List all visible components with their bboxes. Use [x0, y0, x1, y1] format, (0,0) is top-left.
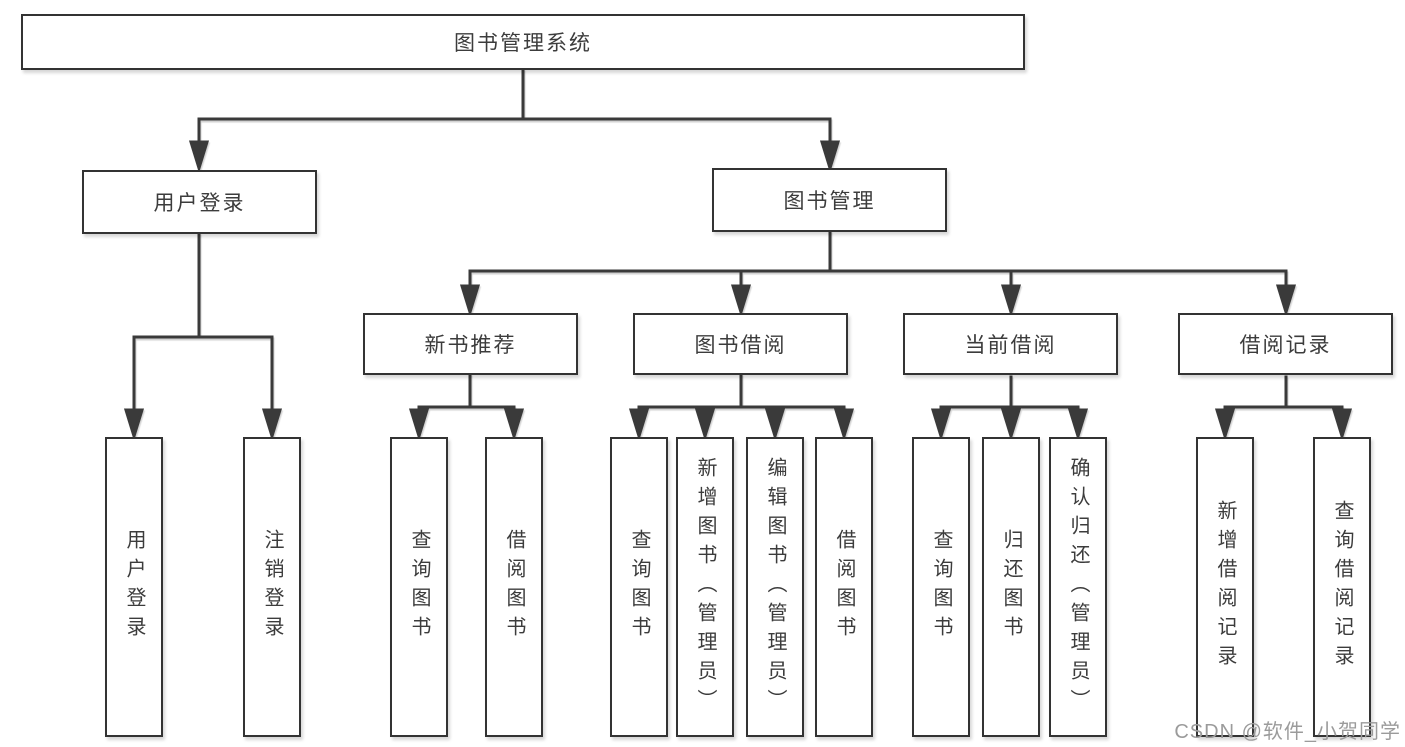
node-new-book-recommend: 新书推荐 — [363, 313, 578, 375]
node-label: 图书借阅 — [694, 334, 787, 357]
leaf-edit-book-admin: 编辑图书（管理员） — [746, 437, 804, 737]
leaf-label: 确认归还（管理员） — [1067, 456, 1089, 718]
leaf-user-login: 用户登录 — [105, 437, 163, 737]
leaf-label: 归还图书 — [1000, 529, 1022, 645]
node-label: 图书管理 — [783, 190, 876, 213]
node-label: 图书管理系统 — [454, 32, 592, 55]
leaf-label: 查询图书 — [408, 529, 430, 645]
leaf-query-borrow-record: 查询借阅记录 — [1313, 437, 1371, 737]
leaf-label: 新增借阅记录 — [1214, 500, 1236, 674]
node-current-borrow: 当前借阅 — [903, 313, 1118, 375]
leaf-confirm-return-admin: 确认归还（管理员） — [1049, 437, 1107, 737]
node-book-management: 图书管理 — [712, 168, 947, 232]
leaf-borrow-books-borrow: 借阅图书 — [815, 437, 873, 737]
node-label: 用户登录 — [153, 192, 246, 215]
node-label: 借阅记录 — [1239, 334, 1332, 357]
leaf-label: 借阅图书 — [833, 529, 855, 645]
leaf-borrow-books-recommend: 借阅图书 — [485, 437, 543, 737]
leaf-add-borrow-record: 新增借阅记录 — [1196, 437, 1254, 737]
node-label: 新书推荐 — [424, 334, 517, 357]
leaf-label: 编辑图书（管理员） — [764, 456, 786, 718]
leaf-add-book-admin: 新增图书（管理员） — [676, 437, 734, 737]
leaf-query-books-recommend: 查询图书 — [390, 437, 448, 737]
node-user-login: 用户登录 — [82, 170, 317, 234]
leaf-label: 用户登录 — [123, 529, 145, 645]
node-library-management-system: 图书管理系统 — [21, 14, 1025, 70]
leaf-query-books-borrow: 查询图书 — [610, 437, 668, 737]
leaf-return-book: 归还图书 — [982, 437, 1040, 737]
leaf-label: 查询借阅记录 — [1331, 500, 1353, 674]
leaf-label: 注销登录 — [261, 529, 283, 645]
node-borrow-records: 借阅记录 — [1178, 313, 1393, 375]
node-label: 当前借阅 — [964, 334, 1057, 357]
leaf-label: 借阅图书 — [503, 529, 525, 645]
leaf-logout: 注销登录 — [243, 437, 301, 737]
node-book-borrow: 图书借阅 — [633, 313, 848, 375]
leaf-label: 新增图书（管理员） — [694, 456, 716, 718]
leaf-label: 查询图书 — [628, 529, 650, 645]
leaf-query-books-current: 查询图书 — [912, 437, 970, 737]
leaf-label: 查询图书 — [930, 529, 952, 645]
csdn-watermark: CSDN @软件_小贺同学 — [1174, 721, 1401, 743]
